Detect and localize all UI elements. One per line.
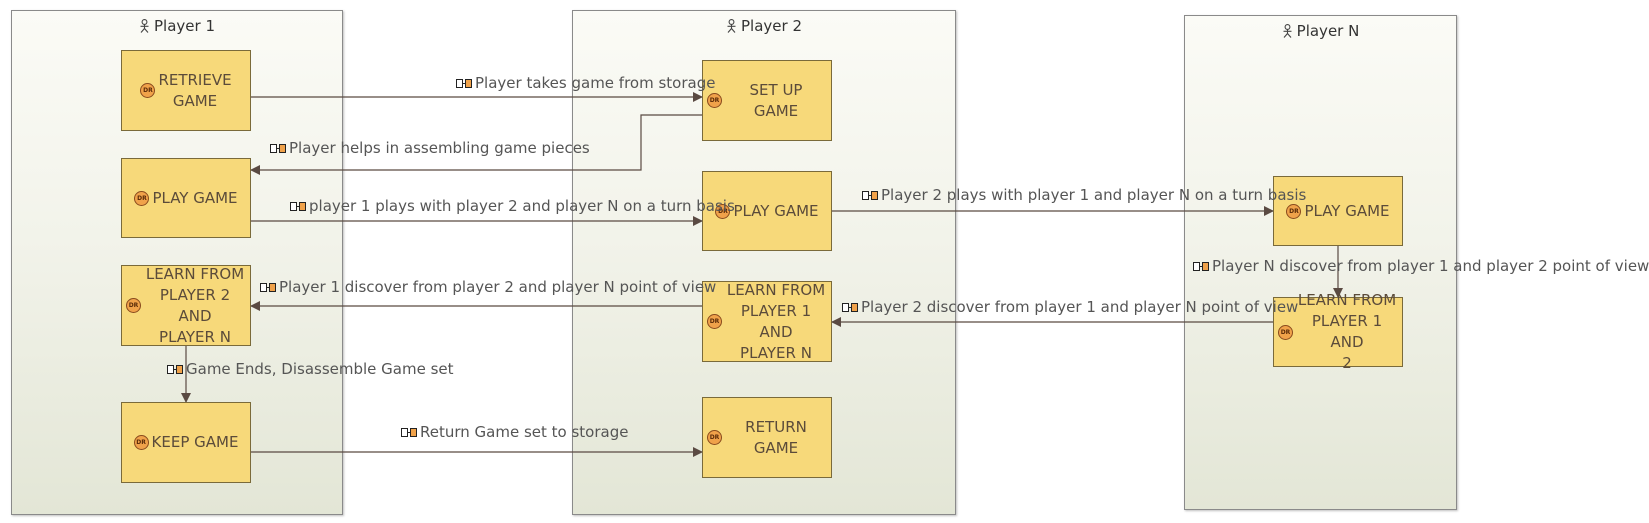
activity-label: PLAY GAME: [152, 188, 238, 207]
object-flow-icon: [842, 302, 858, 312]
flow-label-learn1-to-keep[interactable]: Game Ends, Disassemble Game set: [167, 360, 454, 378]
activity-learn-player-2[interactable]: DR LEARN FROM PLAYER 1 AND PLAYER N: [702, 281, 832, 362]
swimlane-player-n[interactable]: Player N: [1184, 15, 1457, 510]
object-flow-icon: [270, 143, 286, 153]
activity-label: RETRIEVE GAME: [158, 70, 232, 110]
swimlane-title: Player N: [1185, 22, 1456, 40]
actor-icon: [727, 19, 736, 33]
flow-label-text: Player takes game from storage: [475, 74, 716, 92]
activity-icon: DR: [707, 314, 722, 329]
activity-label: LEARN FROM PLAYER 2 AND PLAYER N: [145, 264, 245, 346]
activity-icon: DR: [134, 190, 150, 206]
object-flow-icon: [401, 427, 417, 437]
activity-label: LEARN FROM PLAYER 1 AND 2: [1297, 291, 1397, 372]
flow-label-learnn-to-learn2[interactable]: Player 2 discover from player 1 and play…: [842, 298, 1298, 316]
flow-label-playn-to-learnn[interactable]: Player N discover from player 1 and play…: [1193, 257, 1649, 275]
object-flow-icon: [290, 201, 306, 211]
activity-icon: DR: [1278, 324, 1293, 340]
object-flow-icon: [167, 364, 183, 374]
swimlane-label: Player 1: [154, 17, 215, 35]
actor-icon: [140, 19, 149, 33]
activity-label: KEEP GAME: [151, 433, 239, 451]
flow-label-play1-to-play2[interactable]: player 1 plays with player 2 and player …: [290, 197, 735, 215]
object-flow-icon: [260, 282, 276, 292]
activity-set-up-game[interactable]: DR SET UP GAME: [702, 60, 832, 141]
object-flow-icon: [456, 78, 472, 88]
swimlane-title: Player 2: [573, 17, 955, 35]
flow-label-play2-to-playn[interactable]: Player 2 plays with player 1 and player …: [862, 186, 1306, 204]
flow-label-keep-to-return[interactable]: Return Game set to storage: [401, 423, 628, 441]
activity-label: PLAY GAME: [733, 201, 819, 220]
flow-label-setup-to-play1[interactable]: Player helps in assembling game pieces: [270, 139, 590, 157]
flow-label-learn2-to-learn1[interactable]: Player 1 discover from player 2 and play…: [260, 278, 716, 296]
object-flow-icon: [862, 190, 878, 200]
activity-icon: DR: [140, 83, 156, 98]
flow-label-retrieve-to-setup[interactable]: Player takes game from storage: [456, 74, 715, 92]
flow-label-text: Return Game set to storage: [420, 423, 629, 441]
activity-icon: DR: [126, 298, 141, 313]
swimlane-label: Player 2: [741, 17, 802, 35]
activity-icon: DR: [133, 435, 149, 450]
actor-icon: [1283, 24, 1292, 38]
activity-icon: DR: [715, 203, 731, 219]
activity-icon: DR: [707, 430, 722, 445]
activity-label: RETURN GAME: [745, 417, 807, 457]
activity-learn-player-1[interactable]: DR LEARN FROM PLAYER 2 AND PLAYER N: [121, 265, 251, 346]
flow-label-text: Player N discover from player 1 and play…: [1212, 257, 1649, 275]
activity-label: LEARN FROM PLAYER 1 AND PLAYER N: [726, 280, 826, 362]
activity-label: PLAY GAME: [1304, 201, 1390, 220]
object-flow-icon: [1193, 261, 1209, 271]
activity-icon: DR: [707, 93, 722, 108]
flow-label-text: Player 1 discover from player 2 and play…: [279, 278, 717, 296]
swimlane-label: Player N: [1296, 22, 1360, 40]
flow-label-text: Player 2 discover from player 1 and play…: [861, 298, 1299, 316]
flow-label-text: Game Ends, Disassemble Game set: [186, 360, 454, 378]
activity-icon: DR: [1286, 203, 1302, 219]
swimlane-title: Player 1: [12, 17, 342, 35]
activity-return-game[interactable]: DR RETURN GAME: [702, 397, 832, 478]
flow-label-text: player 1 plays with player 2 and player …: [309, 197, 735, 215]
flow-label-text: Player helps in assembling game pieces: [289, 139, 590, 157]
activity-label: SET UP GAME: [749, 80, 803, 120]
flow-label-text: Player 2 plays with player 1 and player …: [881, 186, 1307, 204]
